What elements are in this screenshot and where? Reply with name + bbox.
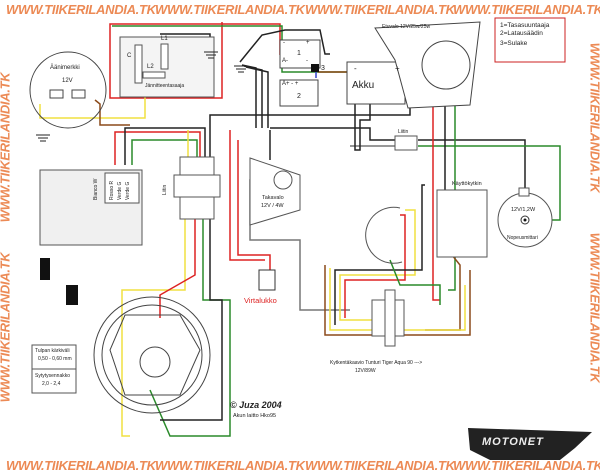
handlebar-switch-label: Käyttökytkin — [452, 181, 482, 187]
watermark-top: WWW.TIIKERILANDIA.TK — [6, 2, 156, 17]
cdi-wire-label: Verde G — [125, 181, 131, 200]
spark-plug-cap — [40, 258, 50, 280]
watermark-bottom: WWW.TIIKERILANDIA.TK — [305, 458, 455, 473]
horn-spec: 12V — [62, 78, 73, 84]
rectifier-num: 1 — [297, 50, 301, 57]
horn-shape — [29, 51, 107, 129]
cdi-wire-label: Bianco W — [93, 178, 99, 200]
spark-gap-value: 0,50 - 0,60 mm — [38, 356, 72, 362]
wire-bundle-yellow — [339, 209, 416, 321]
watermark-top: WWW.TIIKERILANDIA.TK — [155, 2, 305, 17]
watermark-left: WWW.TIIKERILANDIA.TK — [0, 72, 13, 223]
wire-red-virtalukko — [229, 130, 265, 261]
battery-minus: - — [354, 64, 357, 73]
ignition-switch-shape — [258, 269, 276, 291]
battery-plus: + — [395, 64, 400, 73]
wire-black-1 — [241, 64, 257, 128]
horn-label: Äänimerkki — [50, 65, 80, 71]
wire-black-3 — [245, 66, 269, 128]
headlight-label: Etuvalo 12V/25w/25w — [382, 24, 431, 30]
legend-item: 3=Sulake — [500, 40, 528, 47]
battery-label: Akku — [352, 80, 375, 91]
rectifier-minus2: - — [306, 58, 308, 64]
charge-regulator-num: 2 — [297, 93, 301, 100]
charge-regulator-terminals: A+ - + — [282, 81, 299, 87]
ground-symbols — [36, 51, 248, 142]
legend-item: 1=Tasasuuntaaja — [500, 22, 550, 29]
taillight-label: Takavalo — [262, 195, 284, 201]
wire-black-rect — [239, 29, 330, 63]
wire-bundle-red — [344, 214, 406, 318]
wire-black-cdi — [124, 127, 206, 165]
diagram-caption: Kytkentäkaavio Tunturi Tiger Aqua 90 ---… — [330, 360, 423, 366]
watermark-left: WWW.TIIKERILANDIA.TK — [0, 252, 13, 403]
watermark-top: WWW.TIIKERILANDIA.TK — [305, 2, 455, 17]
spark-timing-label: Sytytysennakko — [35, 373, 71, 379]
legend-box — [494, 17, 566, 63]
watermark-bottom: WWW.TIIKERILANDIA.TK — [155, 458, 305, 473]
connector2-label: Liitin — [398, 129, 409, 135]
regulator-label: Jännitteentasaaja — [145, 83, 185, 89]
watermark-bottom: WWW.TIIKERILANDIA.TK — [453, 458, 600, 473]
cdi-wire-label: Verde G — [117, 181, 123, 200]
wire-red-top — [109, 22, 281, 99]
wire-bundle-black — [334, 184, 425, 325]
wire-black-liitin — [270, 127, 395, 141]
speedometer-spec: 12V/1,2W — [511, 207, 536, 213]
regulator-c: C — [127, 53, 132, 59]
watermark-bottom: WWW.TIIKERILANDIA.TK — [6, 458, 156, 473]
rectifier-minus: - — [283, 40, 285, 46]
wire-green-head — [448, 60, 456, 291]
handlebar-switch-shape — [436, 189, 488, 258]
wire-black-speedo — [418, 139, 526, 195]
rectifier-plus: + — [306, 40, 310, 46]
wire-black-down — [160, 218, 223, 421]
watermark-top: WWW.TIIKERILANDIA.TK — [453, 2, 600, 17]
connector2-shape — [394, 135, 418, 151]
ignition-switch-label: Virtalukko — [244, 296, 277, 305]
spark-timing-value: 2,0 - 2,4 — [42, 381, 61, 387]
wire-red-head — [432, 60, 440, 301]
watermark-right: WWW.TIIKERILANDIA.TK — [587, 232, 600, 383]
wire-bundle-green — [389, 259, 441, 305]
fuse-shape — [311, 64, 319, 72]
spark-gap-label: Tulpan kärkiväli — [35, 348, 70, 354]
regulator-l1: L1 — [161, 36, 168, 42]
wire-green-down — [149, 218, 231, 437]
charge-regulator-shape — [279, 79, 319, 107]
wire-yellow-down — [121, 218, 186, 437]
wire-brown-horn — [94, 99, 130, 126]
fuse-num: 3 — [321, 65, 325, 72]
stator-shape — [93, 296, 211, 414]
taillight-spec: 12V / 4W — [261, 203, 284, 209]
wire-red-cdi — [114, 131, 201, 165]
wire-black-right — [354, 90, 371, 151]
rectifier-a-minus: A- — [282, 58, 288, 64]
logo-text: MOTONET — [482, 436, 544, 448]
credit-note: Akun laitto Hko95 — [233, 413, 277, 419]
copyright: © Juza 2004 — [230, 400, 282, 410]
taillight-shape — [249, 157, 301, 226]
connector1-label: Liitin — [162, 184, 168, 195]
wire-green-cdi — [131, 139, 198, 165]
cdi-wire-label: Rosso R — [109, 180, 115, 200]
legend-item: 2=Latausäädin — [500, 30, 543, 37]
diagram-spec: 12V/89W — [355, 368, 376, 374]
regulator-l2: L2 — [147, 64, 154, 70]
motonet-logo — [468, 428, 592, 460]
speedometer-label: Nopeusmittari — [507, 235, 538, 241]
watermark-right: WWW.TIIKERILANDIA.TK — [587, 42, 600, 193]
wire-black-2 — [243, 65, 263, 128]
wire-red-down — [159, 218, 196, 318]
wire-red-virtalukko2 — [237, 140, 271, 272]
rectifier-shape — [279, 39, 321, 69]
